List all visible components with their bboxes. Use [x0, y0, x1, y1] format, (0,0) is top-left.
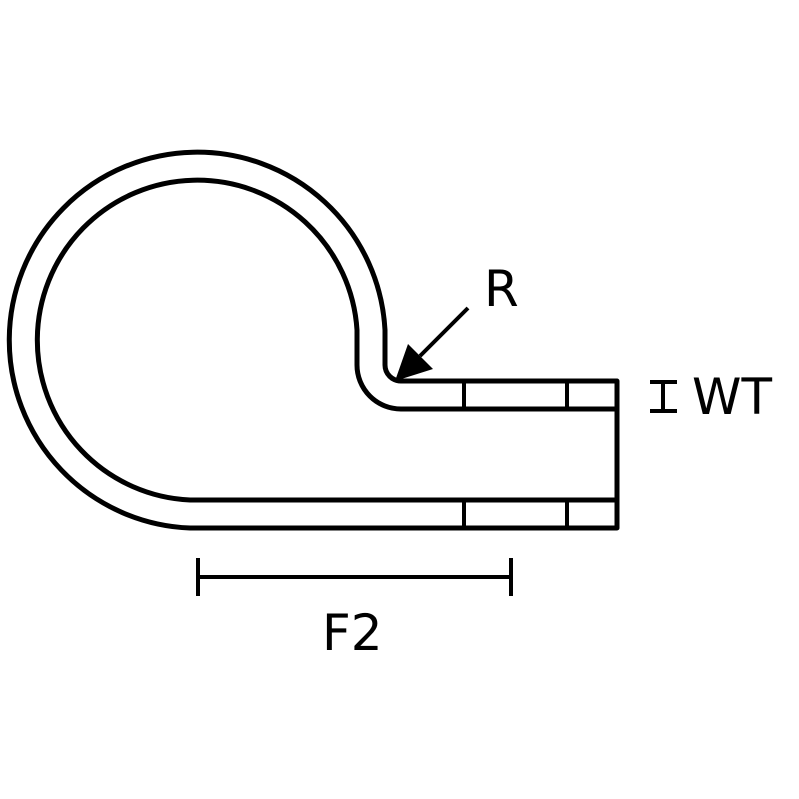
clip-inner-contour — [34, 177, 617, 503]
radius-label: R — [484, 260, 519, 318]
radius-arrow-shaft — [418, 306, 470, 358]
flange-length-label: F2 — [322, 604, 383, 662]
radius-arrow-head — [395, 344, 433, 381]
wall-thickness-label: WT — [692, 368, 772, 426]
clip-outer-contour — [6, 149, 620, 531]
